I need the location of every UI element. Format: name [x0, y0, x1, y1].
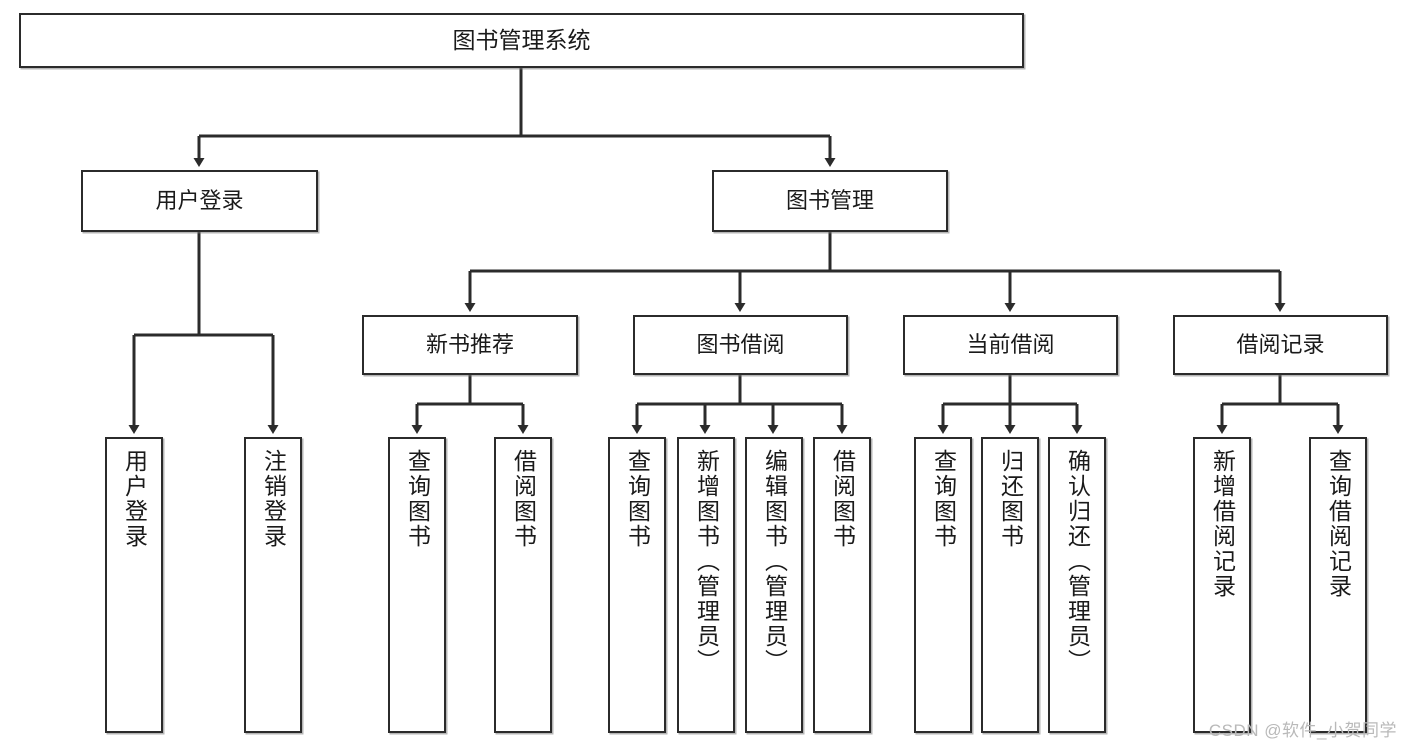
node-user-login[interactable]: 用户登录 [81, 170, 318, 232]
node-leaf-add-record-label: 新增借阅记录 [1209, 449, 1236, 599]
node-leaf-query-book-3-label: 查询图书 [930, 449, 957, 549]
node-leaf-logout-login[interactable]: 注销登录 [244, 437, 302, 733]
node-leaf-add-book-label: 新增图书（管理员） [693, 449, 720, 674]
node-borrow-record[interactable]: 借阅记录 [1173, 315, 1388, 375]
node-book-borrow-label: 图书借阅 [696, 332, 785, 358]
node-leaf-user-login[interactable]: 用户登录 [105, 437, 163, 733]
node-leaf-query-book-2-label: 查询图书 [624, 449, 651, 549]
node-borrow-record-label: 借阅记录 [1236, 332, 1325, 358]
node-leaf-confirm-return[interactable]: 确认归还（管理员） [1048, 437, 1106, 733]
node-leaf-query-book-1[interactable]: 查询图书 [388, 437, 446, 733]
node-book-borrow[interactable]: 图书借阅 [633, 315, 848, 375]
node-leaf-add-book[interactable]: 新增图书（管理员） [677, 437, 735, 733]
node-user-login-label: 用户登录 [155, 188, 244, 214]
node-leaf-edit-book-label: 编辑图书（管理员） [761, 449, 788, 674]
node-book-manage-label: 图书管理 [785, 188, 874, 214]
node-leaf-query-book-3[interactable]: 查询图书 [914, 437, 972, 733]
node-current-borrow-label: 当前借阅 [966, 332, 1055, 358]
node-current-borrow[interactable]: 当前借阅 [903, 315, 1118, 375]
node-leaf-query-record[interactable]: 查询借阅记录 [1309, 437, 1367, 733]
node-leaf-user-login-label: 用户登录 [121, 449, 148, 549]
node-book-manage[interactable]: 图书管理 [712, 170, 948, 232]
watermark-text: CSDN @软件_小贺同学 [1208, 721, 1397, 740]
node-leaf-borrow-book-1[interactable]: 借阅图书 [494, 437, 552, 733]
node-leaf-query-book-2[interactable]: 查询图书 [608, 437, 666, 733]
node-leaf-borrow-book-2[interactable]: 借阅图书 [813, 437, 871, 733]
node-leaf-return-book[interactable]: 归还图书 [981, 437, 1039, 733]
node-leaf-confirm-return-label: 确认归还（管理员） [1064, 449, 1091, 674]
node-new-book-recommend[interactable]: 新书推荐 [362, 315, 578, 375]
node-leaf-add-record[interactable]: 新增借阅记录 [1193, 437, 1251, 733]
node-leaf-return-book-label: 归还图书 [997, 449, 1024, 549]
node-root[interactable]: 图书管理系统 [19, 13, 1024, 68]
node-root-label: 图书管理系统 [452, 26, 591, 53]
node-leaf-edit-book[interactable]: 编辑图书（管理员） [745, 437, 803, 733]
node-leaf-query-book-1-label: 查询图书 [404, 449, 431, 549]
node-leaf-borrow-book-1-label: 借阅图书 [510, 449, 537, 549]
node-new-book-recommend-label: 新书推荐 [425, 332, 514, 358]
node-leaf-logout-login-label: 注销登录 [260, 449, 287, 549]
node-leaf-borrow-book-2-label: 借阅图书 [829, 449, 856, 549]
node-leaf-query-record-label: 查询借阅记录 [1325, 449, 1352, 599]
